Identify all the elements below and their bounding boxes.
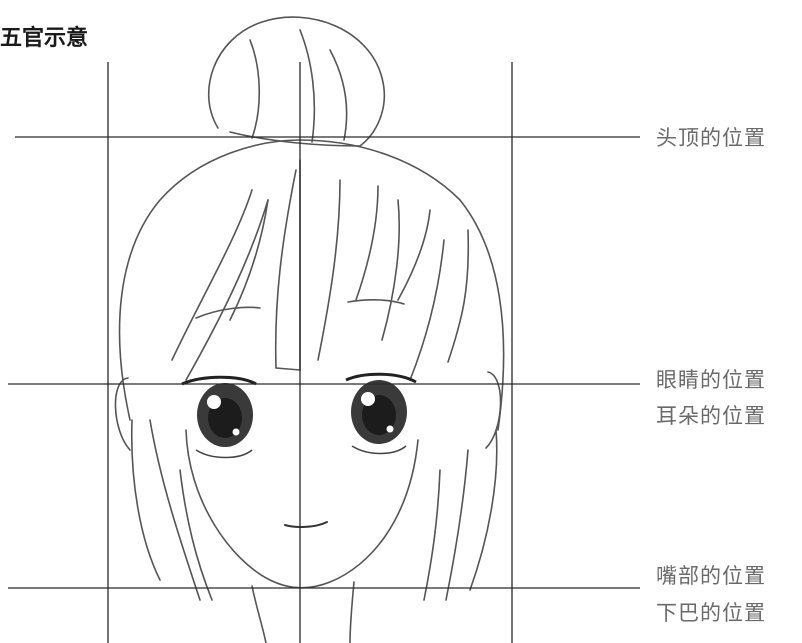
neck <box>251 585 267 643</box>
hair-outline <box>118 139 505 431</box>
left-eye <box>181 375 257 459</box>
label-ears: 耳朵的位置 <box>656 404 766 428</box>
mouth <box>284 521 328 528</box>
guide-lines <box>8 62 640 643</box>
diagram-title: 五官示意 <box>0 26 89 51</box>
left-eyebrow <box>195 306 261 319</box>
hair-bun <box>207 16 386 147</box>
right-ear <box>485 371 502 449</box>
label-chin: 下巴的位置 <box>656 601 766 625</box>
right-eye <box>345 372 417 455</box>
label-head-top: 头顶的位置 <box>656 126 766 150</box>
left-ear <box>114 377 131 451</box>
girl-sketch <box>114 16 505 643</box>
label-mouth: 嘴部的位置 <box>656 564 766 588</box>
right-eyebrow <box>347 299 405 305</box>
label-eyes: 眼睛的位置 <box>656 368 766 392</box>
bangs <box>171 189 253 361</box>
